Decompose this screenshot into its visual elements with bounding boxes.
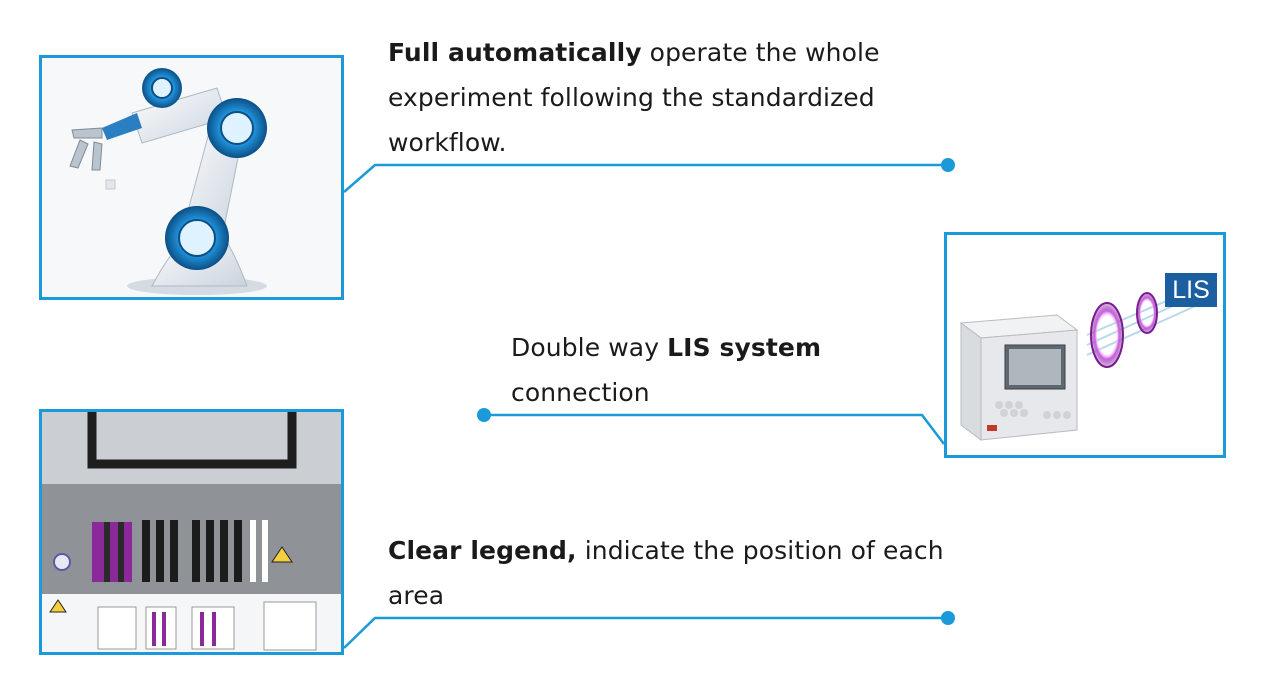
- instrument-panel-illustration: [42, 412, 341, 652]
- feature-legend-text: Clear legend, indicate the position of e…: [388, 528, 948, 618]
- feature-legend-bold: Clear legend,: [388, 536, 577, 565]
- connector-lis-dot: [477, 408, 491, 422]
- feature-lis-suffix: connection: [511, 378, 650, 407]
- feature-legend-rest: indicate the position of each area: [388, 536, 944, 610]
- feature-automation-rest: operate the whole experiment following t…: [388, 38, 880, 157]
- feature-lis-prefix: Double way: [511, 333, 668, 362]
- signal-ring-small: [1136, 292, 1158, 334]
- lis-badge: LIS: [1165, 273, 1217, 307]
- robot-arm-illustration: [69, 68, 267, 295]
- feature-automation-text: Full automatically operate the whole exp…: [388, 30, 908, 165]
- lis-device-illustration: [959, 289, 1203, 441]
- robot-arm-image: [39, 55, 344, 300]
- connector-auto-dot: [941, 158, 955, 172]
- feature-automation-bold: Full automatically: [388, 38, 642, 67]
- connector-auto: [343, 163, 948, 193]
- connector-legend: [343, 616, 948, 649]
- feature-lis-bold: LIS system: [667, 333, 822, 362]
- instrument-legend-image: [39, 409, 344, 655]
- signal-ring-large: [1090, 302, 1124, 368]
- connector-lis: [484, 413, 945, 445]
- feature-lis-text: Double way LIS system connection: [511, 325, 871, 415]
- lis-device-image: LIS: [944, 232, 1226, 458]
